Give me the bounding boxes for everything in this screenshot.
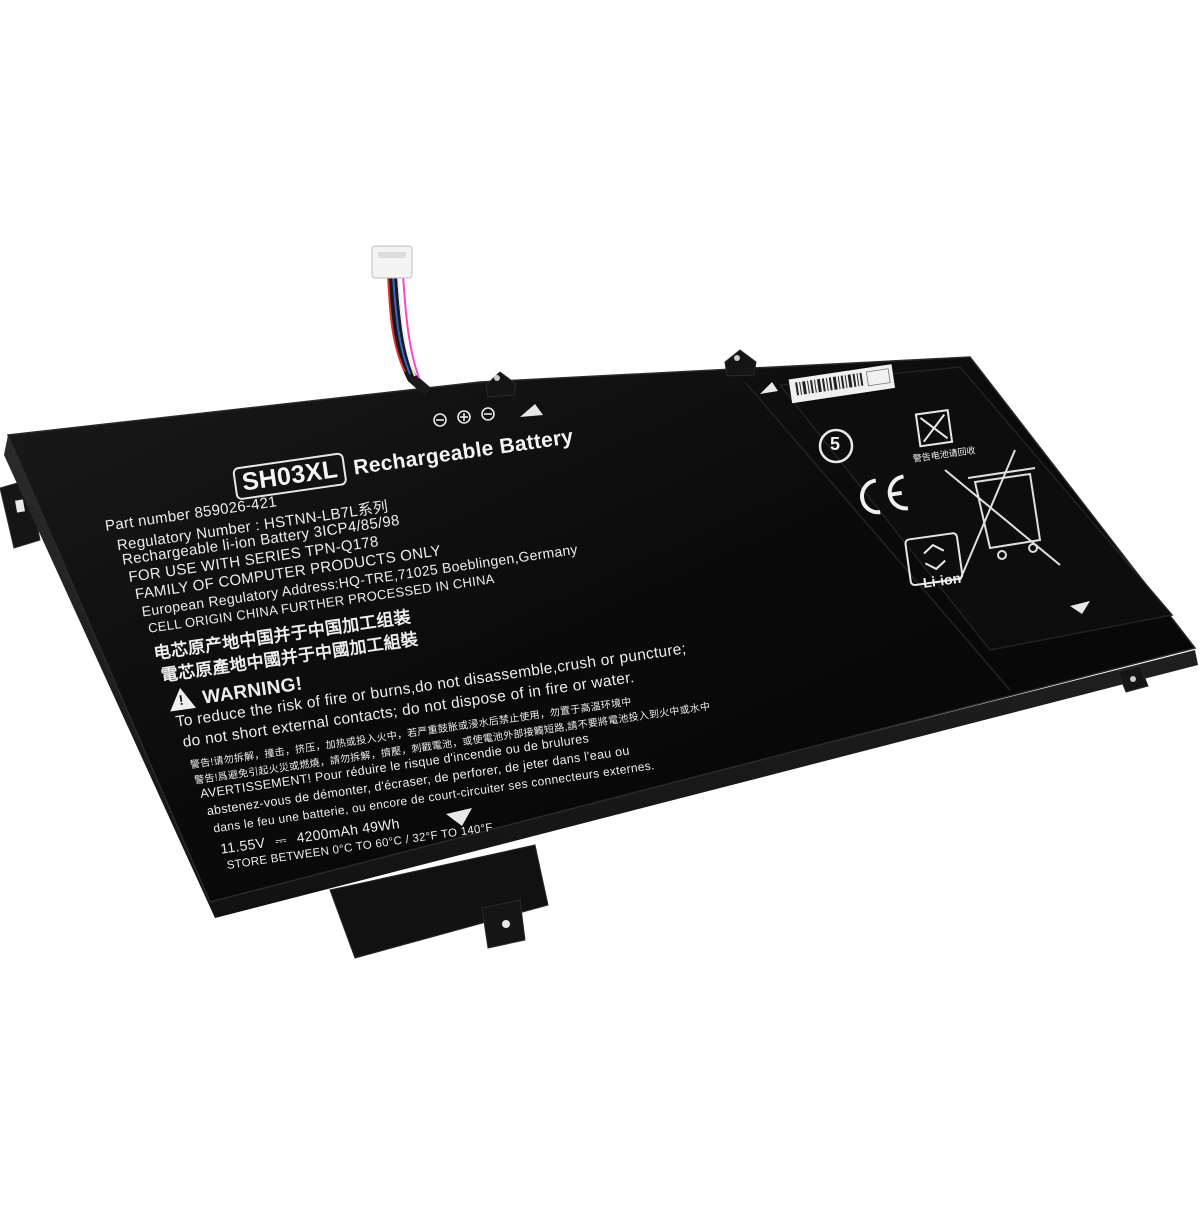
warning-triangle-icon: [167, 686, 197, 712]
environmental-period-number: 5: [830, 434, 841, 454]
right-mount-tab: [1117, 665, 1149, 693]
model-code: SH03XL: [232, 451, 348, 501]
dc-symbol: ⎓: [274, 831, 288, 849]
recycle-mark-icon: [914, 408, 954, 448]
battery-cable: [387, 274, 432, 396]
arrow-down-icon-2: [1070, 601, 1090, 614]
cell-panel: [778, 366, 1174, 651]
environmental-period-icon: [818, 428, 854, 464]
li-ion-recycle-icon: [904, 532, 964, 587]
barcode-sticker: [788, 364, 896, 404]
bottom-connector-tab: [329, 844, 549, 959]
polarity-symbols: [433, 407, 495, 427]
ce-mark-icon: [860, 474, 909, 515]
panel-seam: [744, 381, 1011, 691]
product-title: Rechargeable Battery: [351, 425, 575, 480]
cable-connector: [371, 245, 413, 279]
arrow-down-icon: [446, 808, 472, 826]
voltage-value: 11.55V: [219, 834, 267, 857]
arrow-up-icon: [520, 404, 543, 417]
weee-crossed-bin-icon: [944, 449, 1061, 581]
arrow-up-icon-2: [760, 382, 778, 394]
top-mount-tabs: [485, 349, 757, 398]
